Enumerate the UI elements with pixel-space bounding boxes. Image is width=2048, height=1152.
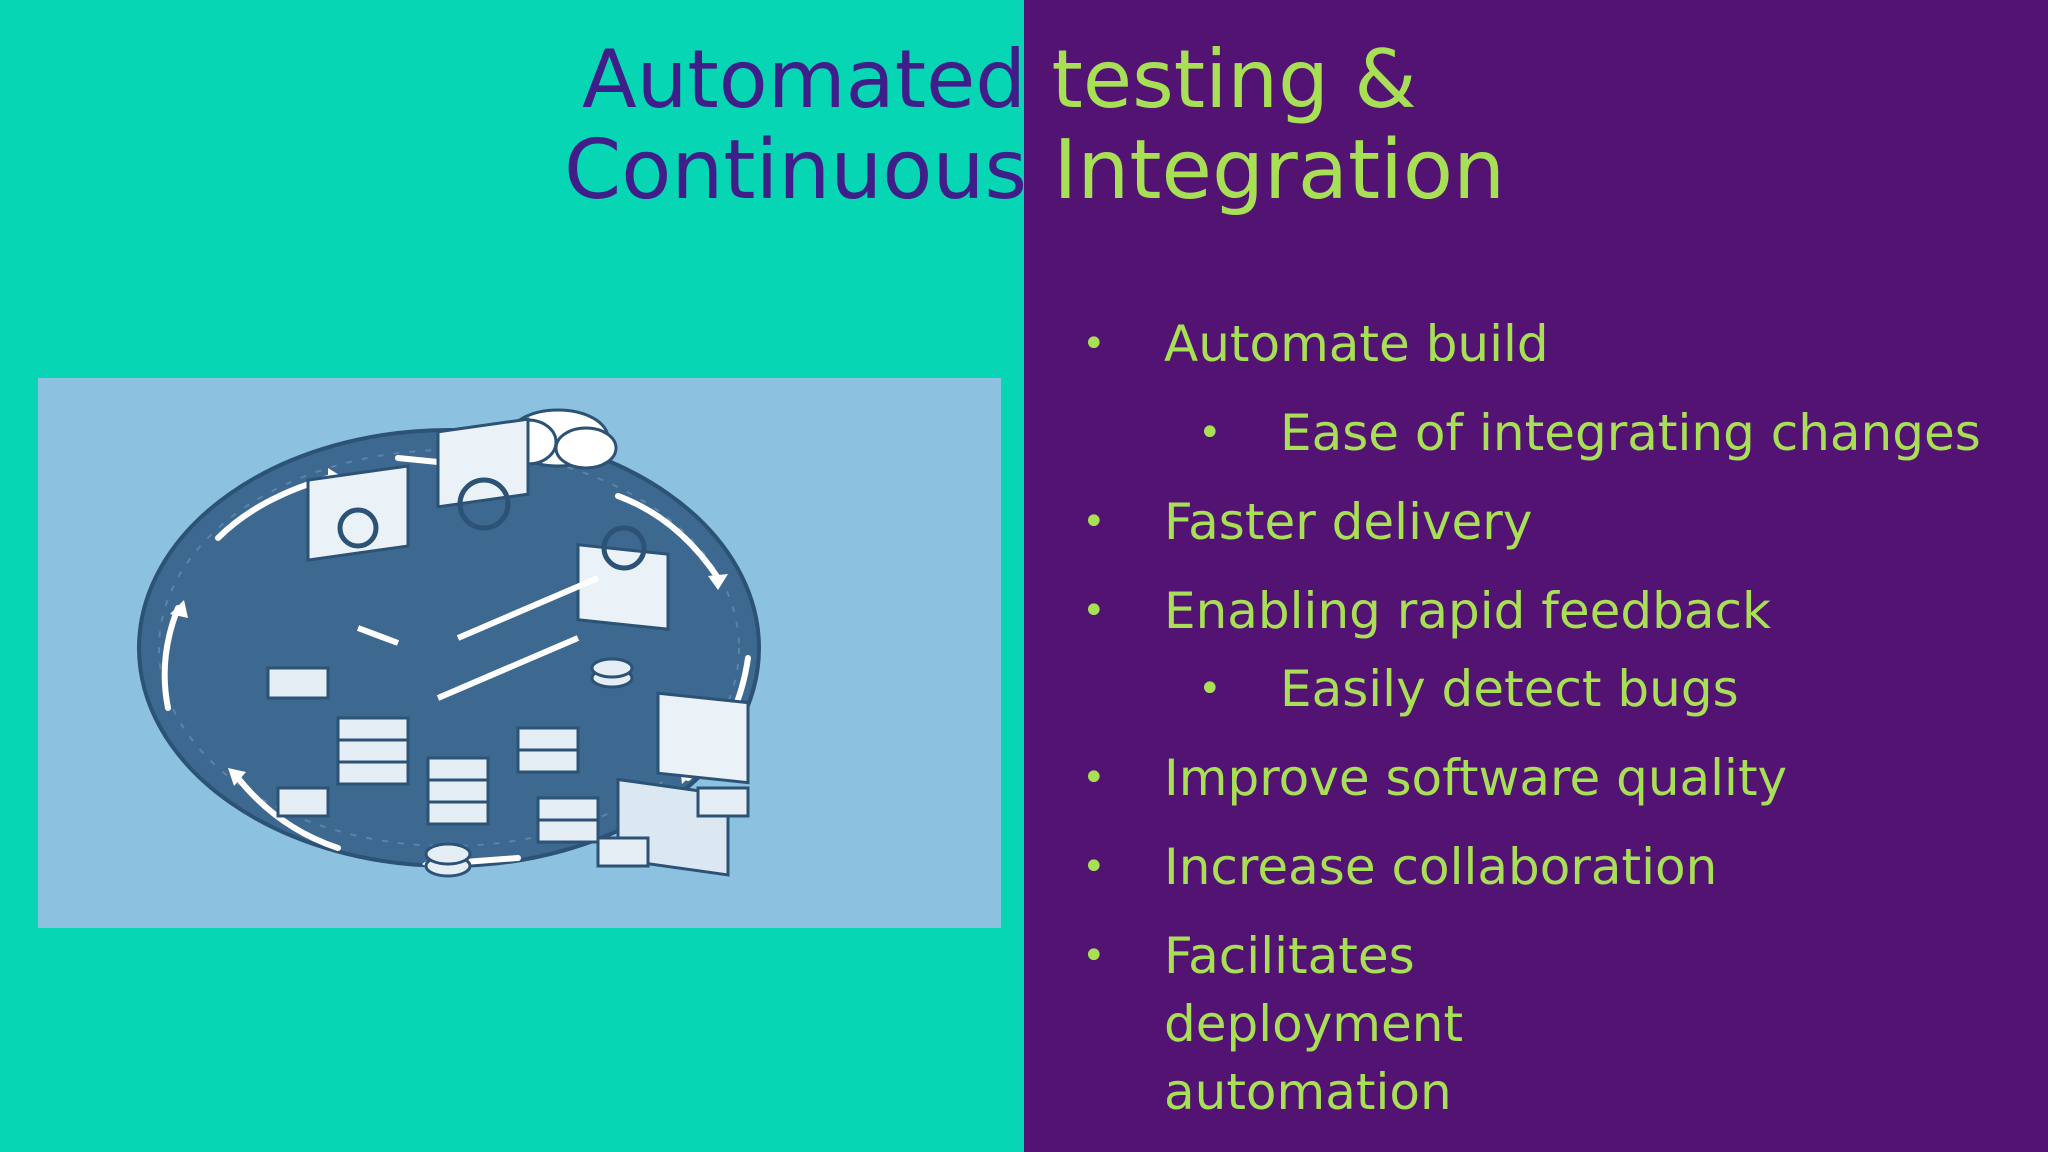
bullet-ease-of-integrating: Ease of integrating changes <box>1064 399 2024 467</box>
bullet-detect-bugs: Easily detect bugs <box>1064 655 2024 723</box>
bullet-collaboration: Increase collaboration <box>1064 833 2024 901</box>
bullet-rapid-feedback: Enabling rapid feedback <box>1064 577 2024 645</box>
bullet-faster-delivery: Faster delivery <box>1064 488 2024 556</box>
bullet-deployment-automation: Facilitates deployment automation <box>1064 922 1724 1126</box>
ci-pipeline-illustration <box>38 378 1001 928</box>
bullet-automate-build: Automate build <box>1064 310 2024 378</box>
bullet-list: Automate build Ease of integrating chang… <box>1064 310 2024 1147</box>
bullet-software-quality: Improve software quality <box>1064 744 2024 812</box>
ci-pipeline-icon <box>137 408 761 878</box>
